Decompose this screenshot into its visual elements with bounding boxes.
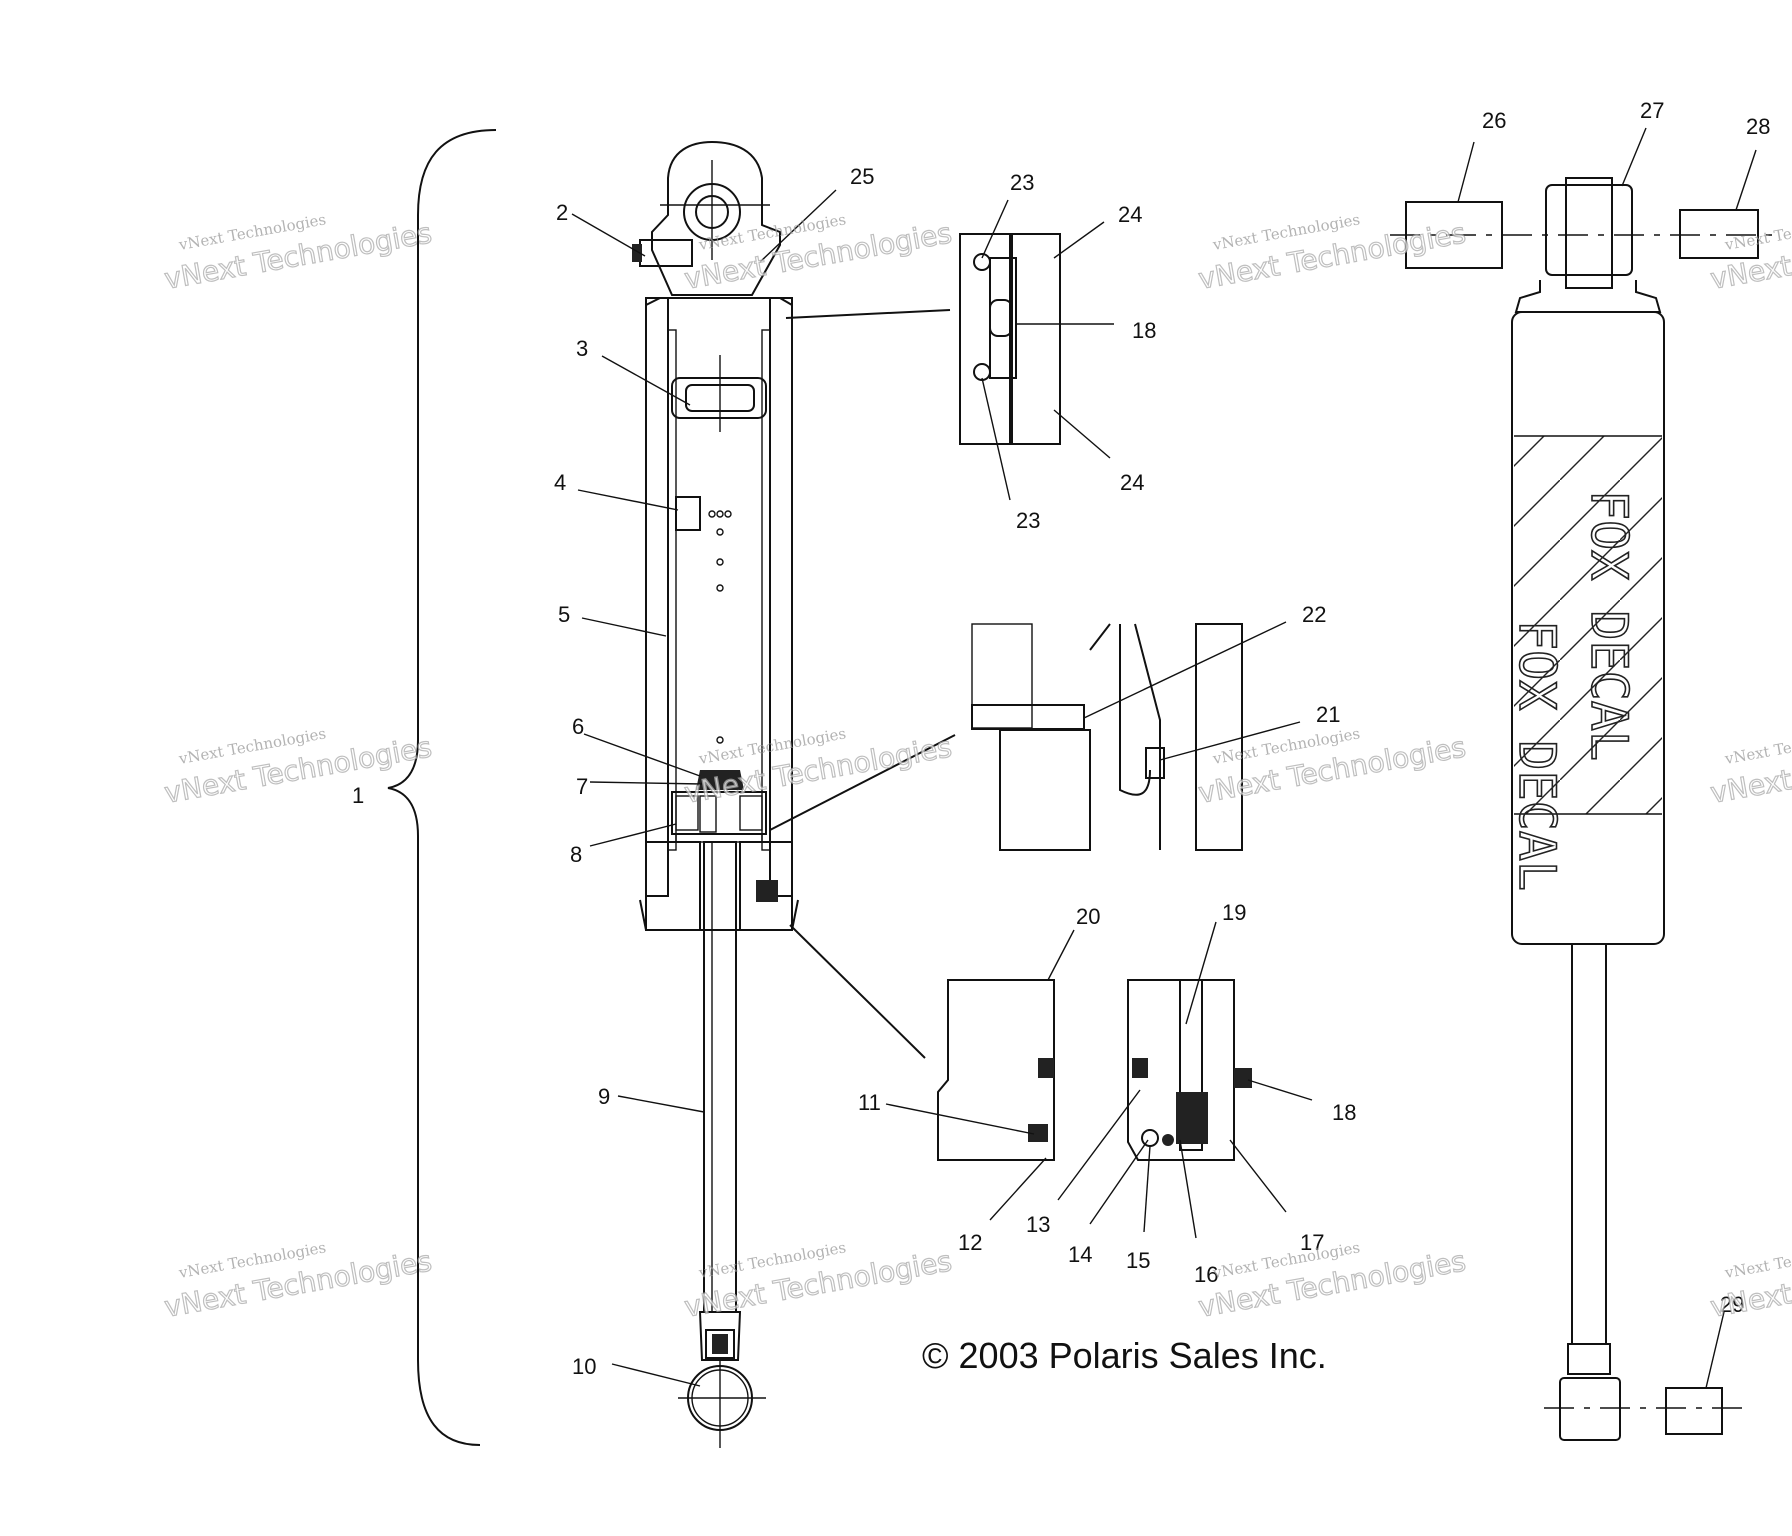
callout-25: 25 [850, 164, 874, 189]
callout-11: 11 [858, 1090, 881, 1115]
callout-5: 5 [558, 602, 570, 627]
callout-13: 13 [1026, 1212, 1050, 1237]
piston-nut [696, 770, 744, 790]
bleed-valve [675, 496, 701, 531]
outer-tube-right-wall [769, 297, 793, 897]
detail-ball-upper [973, 253, 991, 271]
piston-washer [675, 833, 763, 843]
detail-oring [989, 299, 1013, 337]
callout-10: 10 [572, 1354, 596, 1379]
callout-18-upper: 18 [1132, 318, 1156, 343]
inner-sleeve-left [667, 329, 677, 851]
shock-body-section [632, 140, 799, 1448]
callout-22: 22 [1302, 602, 1326, 627]
exterior-bottom-eyelet [1559, 1377, 1621, 1441]
assembly-brace [387, 129, 497, 1446]
callout-4: 4 [554, 470, 566, 495]
callout-12: 12 [958, 1230, 982, 1255]
callout-19: 19 [1222, 900, 1246, 925]
fox-decal [1514, 436, 1662, 814]
watermark-small: vNext Technologies [1723, 1238, 1792, 1282]
exterior-shaft [1571, 943, 1607, 1345]
decal-label-right: FOX DECAL [1580, 490, 1638, 761]
callout-24-lower: 24 [1120, 470, 1144, 495]
callout-15: 15 [1126, 1248, 1150, 1273]
callout-17: 17 [1300, 1230, 1324, 1255]
callout-7: 7 [576, 774, 588, 799]
callout-16: 16 [1194, 1262, 1218, 1287]
detail-piston [769, 623, 1243, 851]
callout-26: 26 [1482, 108, 1506, 133]
spacer-bottom [1665, 1387, 1723, 1435]
callout-3: 3 [576, 336, 588, 361]
detail-ball-lower [973, 363, 991, 381]
callout-9: 9 [598, 1084, 610, 1109]
callout-23-lower: 23 [1016, 508, 1040, 533]
callout-29: 29 [1720, 1292, 1744, 1317]
decal-label-left: FOX DECAL [1508, 620, 1566, 891]
seal-head [645, 841, 701, 931]
callout-18-lower: 18 [1332, 1100, 1356, 1125]
callout-20: 20 [1076, 904, 1100, 929]
callout-6: 6 [572, 714, 584, 739]
exterior-eyelet [1545, 184, 1633, 276]
floating-piston [671, 377, 767, 419]
callout-21: 21 [1316, 702, 1340, 727]
callout-27: 27 [1640, 98, 1664, 123]
callout-14: 14 [1068, 1242, 1092, 1267]
shaft [703, 841, 737, 1313]
detail-seal-head [789, 924, 1252, 1161]
callout-24-upper: 24 [1118, 202, 1142, 227]
shock-exterior-view: FOX DECAL FOX DECAL [1390, 177, 1780, 1441]
callout-labels: 1 2 3 4 5 6 7 8 9 10 11 12 13 14 15 16 1… [352, 98, 1770, 1379]
callout-1: 1 [352, 783, 364, 808]
callout-28: 28 [1746, 114, 1770, 139]
callout-23-upper: 23 [1010, 170, 1034, 195]
outer-tube-left-wall [645, 297, 669, 897]
callout-8: 8 [570, 842, 582, 867]
leader-lines [571, 127, 1757, 1389]
inner-sleeve-right [761, 329, 771, 851]
spacer-right [1679, 209, 1759, 259]
copyright-notice: © 2003 Polaris Sales Inc. [922, 1335, 1327, 1376]
shaft-thread [705, 1329, 735, 1359]
callout-2: 2 [556, 200, 568, 225]
watermark-small: vNext Technologies [1723, 724, 1792, 768]
